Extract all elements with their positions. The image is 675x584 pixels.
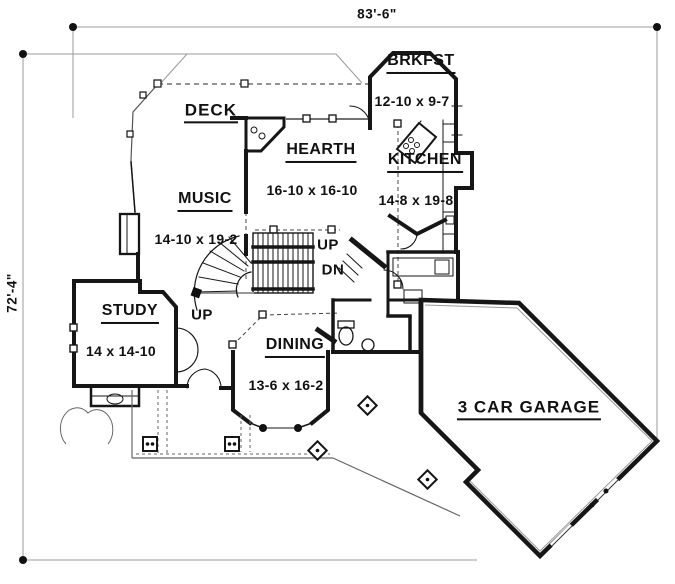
- study-size: 14 x 14-10: [86, 343, 156, 360]
- music-size: 14-10 x 19-2: [154, 231, 238, 248]
- room-label-dining: DINING 13-6 x 16-2: [247, 318, 326, 430]
- interior-break-lines: [228, 114, 402, 349]
- dining-size: 13-6 x 16-2: [248, 377, 324, 394]
- dimension-lines: [19, 23, 661, 564]
- dining-name: DINING: [264, 336, 326, 358]
- porch: [59, 390, 461, 517]
- room-label-music: MUSIC 14-10 x 19-2: [155, 172, 238, 284]
- music-name: MUSIC: [177, 190, 233, 212]
- garage-name: 3 CAR GARAGE: [456, 398, 602, 421]
- overall-depth-dimension: 72'-4": [4, 273, 20, 313]
- hearth-name: HEARTH: [285, 141, 357, 163]
- stair-label-up-foyer: UP: [191, 306, 213, 324]
- overall-width-dimension: 83'-6": [357, 6, 397, 22]
- room-label-garage: 3 CAR GARAGE: [439, 379, 602, 438]
- room-label-hearth: HEARTH 16-10 x 16-10: [266, 123, 357, 235]
- brkfst-size: 12-10 x 9-7: [374, 93, 450, 110]
- room-label-study: STUDY 14 x 14-10: [83, 284, 160, 396]
- deck-name: DECK: [183, 101, 238, 124]
- kitchen-name: KITCHEN: [386, 151, 463, 173]
- room-label-brkfst: BRKFST 12-10 x 9-7: [368, 34, 456, 146]
- garage-outline: [418, 297, 661, 560]
- brkfst-name: BRKFST: [386, 52, 456, 74]
- stair-label-down: DN: [321, 261, 345, 279]
- stair-label-up-main: UP: [317, 236, 339, 254]
- hearth-size: 16-10 x 16-10: [266, 182, 358, 199]
- study-name: STUDY: [100, 302, 160, 324]
- kitchen-size: 14-8 x 19-8: [378, 192, 454, 209]
- room-label-deck: DECK: [166, 82, 238, 141]
- room-label-kitchen: KITCHEN 14-8 x 19-8: [369, 133, 463, 245]
